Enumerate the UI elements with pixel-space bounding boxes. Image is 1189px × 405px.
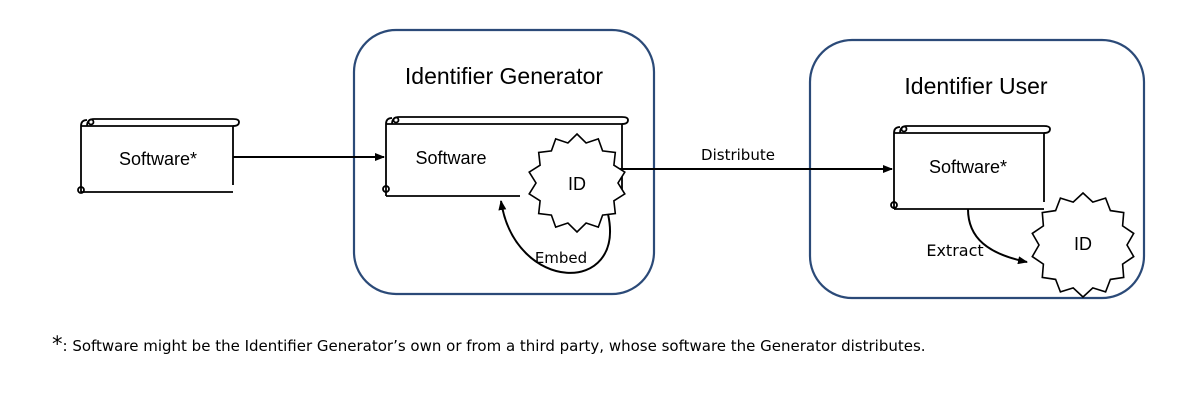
generator-id-badge: ID (528, 132, 626, 234)
generator-id-label: ID (568, 174, 586, 194)
user-id-badge: ID (1031, 191, 1135, 299)
footnote-marker: * (52, 332, 63, 356)
user-software-label: Software* (929, 157, 1007, 177)
user-id-label: ID (1074, 234, 1092, 254)
extract-arrow (967, 208, 1028, 265)
embed-arrow (498, 200, 611, 274)
distribute-label: Distribute (701, 146, 775, 164)
embed-label: Embed (535, 249, 587, 267)
user-title: Identifier User (904, 73, 1048, 99)
extract-label: Extract (926, 241, 983, 260)
generator-software-label: Software (415, 148, 486, 168)
footnote-text: : Software might be the Identifier Gener… (63, 337, 926, 355)
input-software-scroll: Software* (77, 118, 240, 194)
footnote: *: Software might be the Identifier Gene… (52, 332, 926, 356)
generator-title: Identifier Generator (405, 63, 604, 89)
user-software-scroll: Software* (890, 125, 1051, 210)
generator-container: Identifier Generator (352, 28, 656, 296)
input-software-label: Software* (119, 149, 197, 169)
